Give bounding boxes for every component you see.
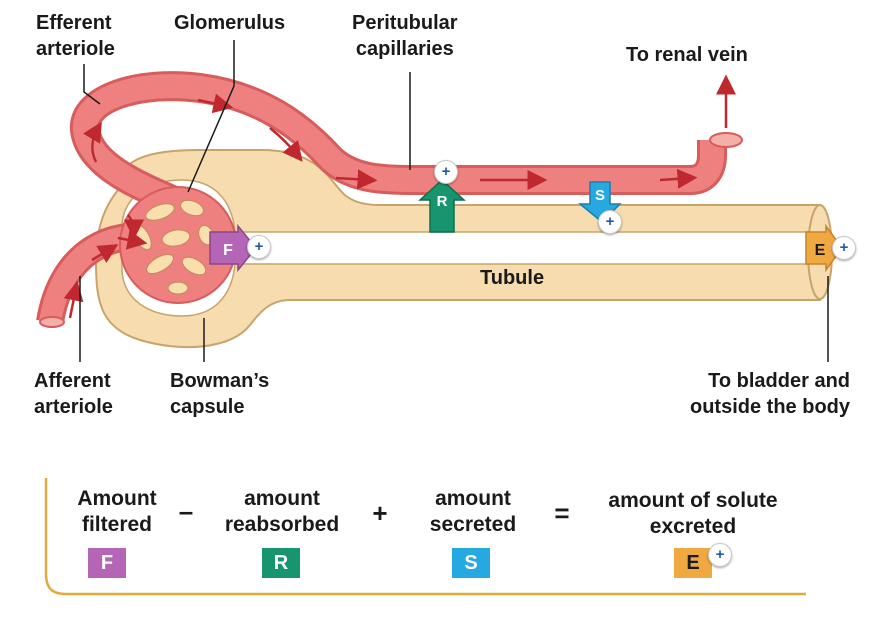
key-filtered: F — [88, 548, 126, 578]
filtration-arrow — [209, 223, 257, 273]
equation-term-filtered: Amount filtered — [77, 487, 157, 536]
equation-frame — [44, 478, 806, 596]
label-glomerulus: Glomerulus — [174, 12, 286, 34]
excretion-arrow — [805, 223, 843, 273]
equation-term-excreted: amount of solute excreted — [608, 489, 778, 538]
leader-lines — [79, 40, 829, 362]
equation-plus: + — [372, 498, 388, 528]
equation-term-secreted: amount secreted — [429, 487, 517, 536]
hotspot-filtration-button[interactable]: + — [247, 235, 271, 259]
secretion-letter: S — [595, 187, 605, 204]
key-excreted: E — [674, 548, 712, 578]
label-bowmans-capsule: Bowman’s capsule — [170, 370, 270, 418]
equation-minus: – — [178, 496, 194, 526]
hotspot-equation-excreted-button[interactable]: + — [708, 543, 732, 567]
reabsorption-letter: R — [437, 193, 448, 210]
filtration-letter: F — [223, 242, 233, 259]
equation-equals: = — [554, 498, 570, 528]
tubule-lumen — [204, 231, 821, 265]
key-secreted: S — [452, 548, 490, 578]
hotspot-secretion-button[interactable]: + — [598, 210, 622, 234]
hotspot-excretion-button[interactable]: + — [832, 236, 856, 260]
excretion-letter: E — [815, 242, 826, 259]
renal-vein-opening — [709, 132, 743, 148]
label-peritubular-capillaries: Peritubular capillaries — [352, 12, 458, 60]
blood-flow-arrows — [63, 74, 736, 319]
equation-term-reabsorbed: amount reabsorbed — [224, 487, 340, 536]
hotspot-reabsorption-button[interactable]: + — [434, 160, 458, 184]
afferent-opening — [39, 316, 65, 328]
label-to-bladder: To bladder and outside the body — [690, 370, 850, 418]
label-efferent-arteriole: Efferent arteriole — [36, 12, 115, 60]
label-tubule: Tubule — [480, 267, 545, 289]
label-to-renal-vein: To renal vein — [626, 44, 748, 66]
key-reabsorbed: R — [262, 548, 300, 578]
label-afferent-arteriole: Afferent arteriole — [34, 370, 113, 418]
reabsorption-arrow — [418, 178, 466, 233]
